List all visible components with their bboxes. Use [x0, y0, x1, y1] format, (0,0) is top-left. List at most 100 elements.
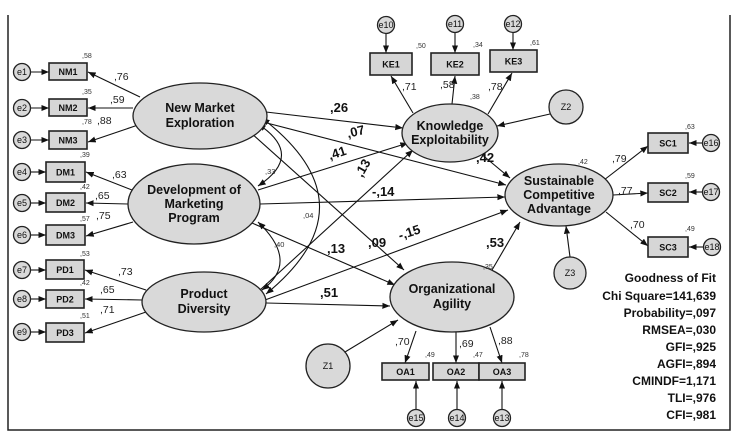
- latent-label: Development of: [147, 183, 242, 197]
- r2-label: ,42: [578, 159, 588, 166]
- error-term-circle: [702, 237, 722, 257]
- r2-label: ,38: [470, 94, 480, 101]
- indicator-box-ke1: [369, 52, 413, 76]
- error-term-label: e10: [378, 20, 393, 30]
- r2-label: ,53: [80, 251, 90, 258]
- disturbance-z3: Z3: [553, 256, 587, 290]
- indicator-label: PD1: [56, 265, 74, 275]
- r2-label: ,63: [685, 124, 695, 131]
- coef-ke-sca: ,42: [476, 150, 494, 165]
- error-term-circle: [503, 14, 523, 34]
- latent-organizational-agility: Organizational Agility: [389, 261, 515, 333]
- loading-label: ,63: [112, 169, 127, 181]
- indicator-label: SC1: [659, 139, 677, 149]
- latent-label: New Market: [165, 101, 235, 115]
- error-term-circle: [12, 260, 32, 280]
- indicator-label: DM2: [56, 198, 75, 208]
- fit-line: GFI=,925: [666, 340, 717, 354]
- indicator-label: DM1: [56, 168, 75, 178]
- indicator-label: KE2: [446, 60, 464, 70]
- svg-text:Z1: Z1: [323, 361, 334, 371]
- fit-line: AGFI=,894: [657, 357, 716, 371]
- loading-label: ,75: [96, 210, 111, 222]
- loading-label: ,65: [100, 284, 115, 296]
- error-term-label: e14: [449, 413, 464, 423]
- latent-new-market-exploration: New Market Exploration: [132, 82, 268, 150]
- latent-product-diversity: Product Diversity: [141, 271, 267, 333]
- r2-label: ,58: [82, 53, 92, 60]
- indicator-box-ke2: [430, 52, 480, 76]
- r2-label: ,57: [80, 216, 90, 223]
- loading-label: ,71: [402, 81, 417, 93]
- latent-label: Marketing: [164, 197, 223, 211]
- error-term-label: e3: [17, 135, 27, 145]
- error-term-label: e15: [408, 413, 423, 423]
- indicator-label: PD2: [56, 295, 74, 305]
- error-term-label: e12: [505, 19, 520, 29]
- r2-label: ,61: [530, 40, 540, 47]
- latent-label: Diversity: [178, 302, 231, 316]
- r2-label: ,42: [80, 184, 90, 191]
- fit-line: CMINDF=1,171: [632, 374, 716, 388]
- indicator-label: OA1: [396, 367, 415, 377]
- error-term-circle: [12, 130, 32, 150]
- coef-dmp-oa: ,13: [327, 241, 345, 256]
- error-term-circle: [12, 162, 32, 182]
- indicator-box-pd1: [45, 259, 85, 280]
- svg-text:Z3: Z3: [565, 268, 576, 278]
- covariance-curves: [257, 117, 321, 295]
- loading-label: ,69: [459, 338, 474, 350]
- latent-label: Agility: [433, 297, 471, 311]
- error-term-circle: [12, 322, 32, 342]
- structural-paths: [249, 111, 521, 309]
- coef-pd-sca: -,15: [396, 222, 422, 243]
- r2-label: ,51: [80, 313, 90, 320]
- latent-label: Competitive: [523, 188, 595, 202]
- coef-dmp-sca: -,14: [372, 184, 395, 199]
- fit-line: RMSEA=,030: [642, 323, 716, 337]
- coef-pd-oa: ,51: [320, 285, 338, 300]
- indicator-label: NM1: [58, 67, 77, 77]
- error-term-circle: [701, 133, 721, 153]
- r2-label: ,35: [483, 264, 493, 271]
- error-term-circle: [492, 408, 512, 428]
- coef-dmp-ke: ,41: [326, 143, 348, 163]
- r2-label: ,49: [685, 226, 695, 233]
- error-term-label: e17: [703, 187, 718, 197]
- indicator-box-sc1: [647, 132, 689, 154]
- indicator-box-nm2: [48, 98, 88, 117]
- coef-nme-oa: ,09: [368, 235, 386, 250]
- indicator-label: OA3: [493, 367, 512, 377]
- latent-label: Exploitability: [411, 133, 489, 147]
- error-term-label: e6: [17, 230, 27, 240]
- error-term-circle: [701, 182, 721, 202]
- indicator-box-sc3: [647, 236, 689, 258]
- cov-dmp-pd: ,40: [274, 240, 284, 249]
- error-term-circle: [12, 289, 32, 309]
- r2-label: ,50: [416, 43, 426, 50]
- error-term-label: e7: [17, 265, 27, 275]
- r2-label: ,49: [425, 352, 435, 359]
- indicator-label: PD3: [56, 328, 74, 338]
- loading-arrows: [84, 71, 649, 364]
- r2-label: ,47: [473, 352, 483, 359]
- indicator-box-pd3: [45, 322, 85, 343]
- indicator-box-dm1: [45, 161, 86, 183]
- indicator-box-dm3: [45, 224, 86, 246]
- error-term-circle: [376, 15, 396, 35]
- fit-line: Probability=,097: [624, 306, 717, 320]
- diagram-frame: [7, 15, 731, 431]
- error-term-label: e9: [17, 327, 27, 337]
- r2-label: ,59: [685, 173, 695, 180]
- latent-label: Product: [180, 287, 228, 301]
- cov-nme-pd: ,04: [303, 211, 313, 220]
- indicator-box-pd2: [45, 289, 85, 309]
- loading-label: ,70: [395, 336, 410, 348]
- r2-label: ,78: [82, 119, 92, 126]
- error-term-label: e4: [17, 167, 27, 177]
- r2-label: ,35: [82, 89, 92, 96]
- error-term-label: e2: [17, 103, 27, 113]
- coef-nme-ke: ,26: [330, 100, 348, 115]
- goodness-of-fit: Goodness of Fit Chi Square=141,639 Proba…: [602, 271, 716, 422]
- r2-label: ,78: [519, 352, 529, 359]
